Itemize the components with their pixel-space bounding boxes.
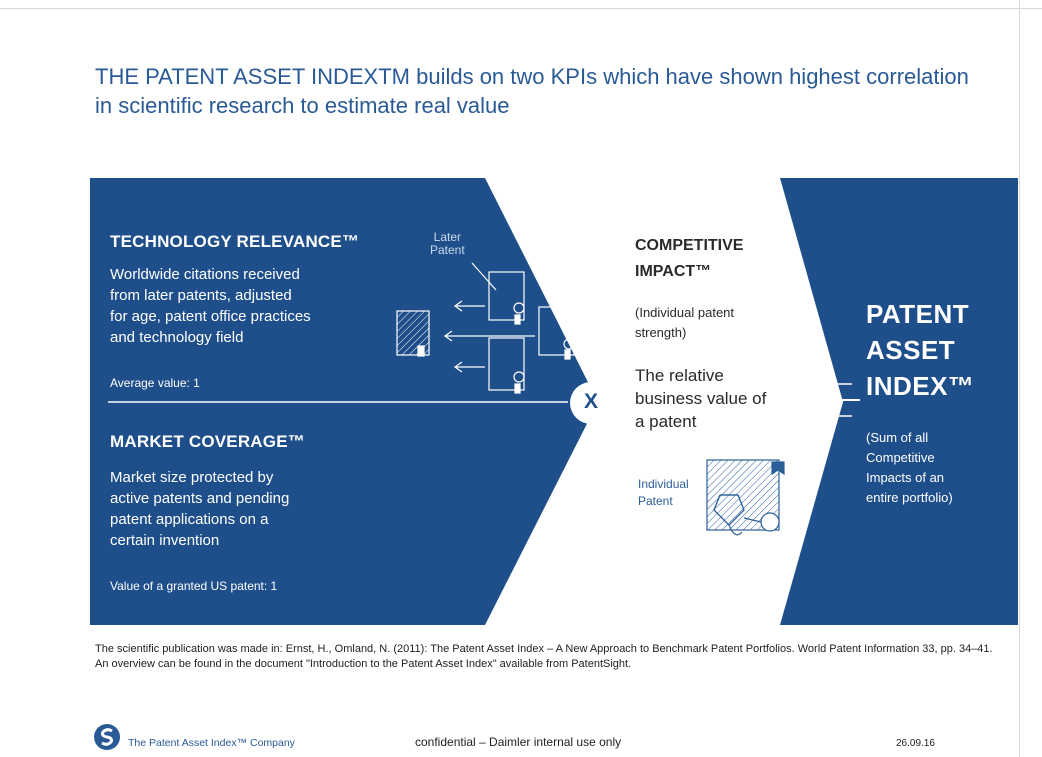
index-panel <box>780 178 1018 625</box>
footer-confidential: confidential – Daimler internal use only <box>415 735 622 749</box>
patentsight-logo-icon <box>94 724 120 750</box>
citation-illustration-icon <box>396 262 575 394</box>
technology-line: Worldwide citations received <box>110 266 300 283</box>
technology-line: from later patents, adjusted <box>110 287 292 304</box>
footer-brand: The Patent Asset Index™ Company <box>128 737 295 749</box>
index-heading-line: ASSET <box>866 335 956 365</box>
technology-line: for age, patent office practices <box>110 308 311 325</box>
slide-top-border <box>0 0 1042 9</box>
later-patent-line: Later <box>433 230 462 244</box>
competitive-note-line: (Individual patent <box>635 305 735 320</box>
index-heading: PATENT ASSET INDEX™ <box>866 296 974 404</box>
market-line: active patents and pending <box>110 490 290 507</box>
competitive-description: The relative business value of a patent <box>635 364 766 433</box>
index-note-line: Competitive <box>866 450 935 465</box>
multiply-circle <box>570 382 612 424</box>
index-heading-line: INDEX™ <box>866 371 975 401</box>
competitive-heading-line: COMPETITIVE <box>635 237 744 254</box>
footer-date: 26.09.16 <box>896 738 935 749</box>
competitive-description-line: a patent <box>635 412 697 431</box>
slide-right-border <box>1019 0 1042 757</box>
competitive-heading: COMPETITIVE IMPACT™ <box>635 233 743 285</box>
technology-description: Worldwide citations received from later … <box>110 264 410 348</box>
market-line: patent applications on a <box>110 511 269 528</box>
competitive-note: (Individual patent strength) <box>635 303 734 343</box>
market-heading: MARKET COVERAGE™ <box>110 432 305 451</box>
competitive-description-line: The relative <box>635 366 724 385</box>
index-note-line: (Sum of all <box>866 430 929 445</box>
individual-patent-line: Individual <box>638 477 689 491</box>
multiply-symbol: X <box>583 390 598 413</box>
index-note: (Sum of all Competitive Impacts of an en… <box>866 428 953 508</box>
technology-heading: TECHNOLOGY RELEVANCE™ <box>110 232 360 251</box>
competitive-heading-line: IMPACT™ <box>635 263 712 280</box>
individual-patent-icon <box>706 459 785 536</box>
market-line: certain invention <box>110 532 220 549</box>
market-granted-value: Value of a granted US patent: 1 <box>110 579 278 593</box>
market-line: Market size protected by <box>110 469 274 486</box>
competitive-description-line: business value of <box>635 389 767 408</box>
later-patent-line: Patent <box>430 243 465 257</box>
index-note-line: entire portfolio) <box>866 490 953 505</box>
competitive-note-line: strength) <box>635 325 687 340</box>
individual-patent-line: Patent <box>638 494 673 508</box>
technology-average: Average value: 1 <box>110 376 200 390</box>
footnote: The scientific publication was made in: … <box>95 643 993 670</box>
individual-patent-label: Individual Patent <box>638 476 689 510</box>
slide-title: THE PATENT ASSET INDEXTM builds on two K… <box>95 64 969 118</box>
market-description: Market size protected by active patents … <box>110 467 410 551</box>
index-note-line: Impacts of an <box>866 470 945 485</box>
technology-line: and technology field <box>110 329 244 346</box>
index-heading-line: PATENT <box>866 299 970 329</box>
arrow-to-index-icon <box>832 383 860 417</box>
later-patent-label: Later Patent <box>430 231 465 257</box>
